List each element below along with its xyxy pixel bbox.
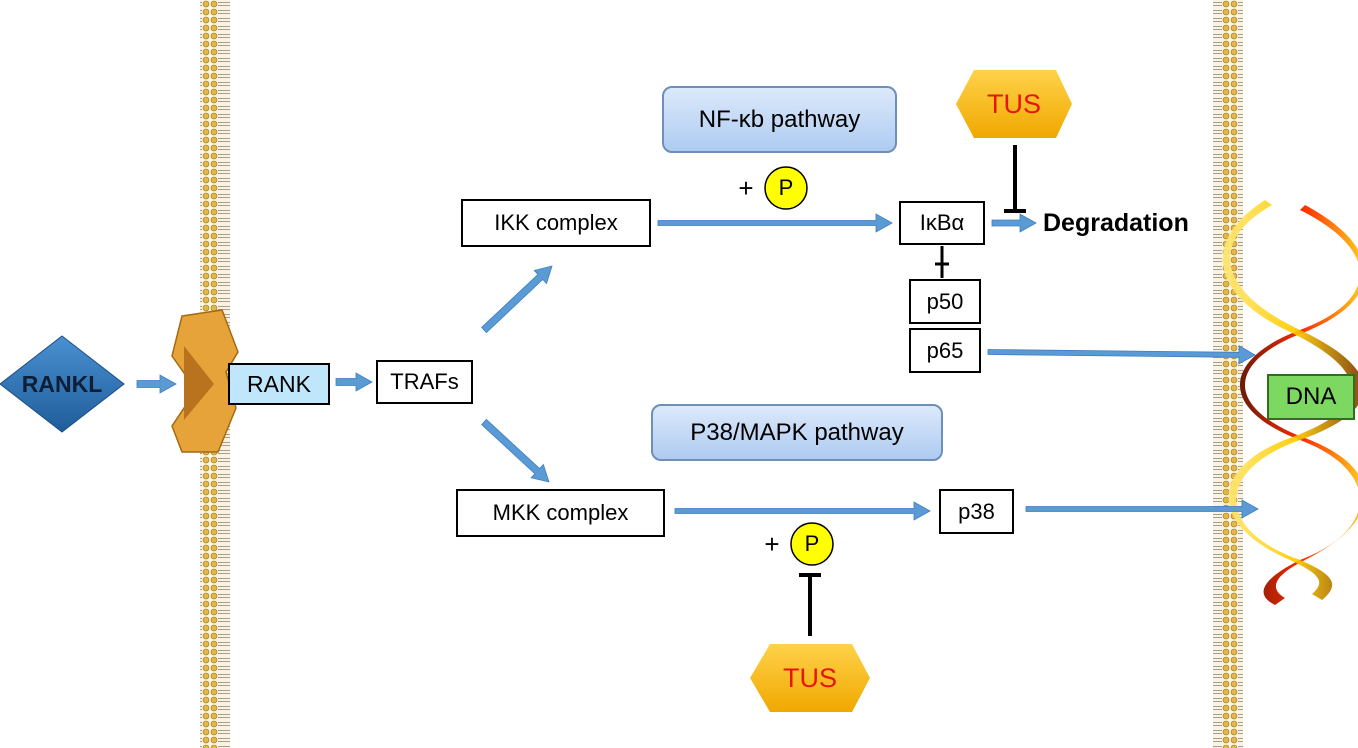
phospho-circle-top [764, 166, 808, 210]
tus-top-hexagon [956, 70, 1072, 138]
arrow-p38-to-dna [1025, 499, 1259, 519]
dna-box: DNA [1267, 374, 1355, 420]
ikba-box: IκBα [899, 201, 985, 245]
inhibition-tus-top [1004, 145, 1026, 213]
phospho-label-bottom: P [804, 531, 820, 556]
phospho-plus-top: + [738, 172, 754, 203]
tus-top-label: TUS [987, 88, 1041, 119]
inhibition-tus-bottom [799, 573, 821, 636]
arrow-trafs-to-ikk [481, 265, 553, 334]
rank-receptor-shape [171, 309, 239, 453]
rankl-label: RANKL [21, 370, 103, 397]
tus-bottom-label: TUS [783, 662, 837, 693]
arrow-ikba-to-degradation [991, 213, 1037, 233]
mkk-complex-box: MKK complex [456, 489, 665, 537]
mapk-pathway-label: P38/MAPK pathway [651, 404, 943, 461]
arrow-trafs-to-mkk [481, 418, 550, 483]
ikk-complex-box: IKK complex [461, 199, 651, 247]
arrow-p65-to-dna [987, 345, 1256, 365]
degradation-label: Degradation [1043, 208, 1189, 237]
arrow-rankl-to-rank [136, 374, 177, 394]
p65-box: p65 [909, 328, 981, 373]
phospho-plus-bottom: + [764, 528, 780, 559]
tus-bottom-hexagon [750, 644, 870, 712]
phospho-label-top: P [778, 175, 794, 200]
rankl-diamond [0, 335, 125, 433]
p38-box: p38 [939, 489, 1014, 534]
arrow-ikk-to-ikba [657, 213, 893, 233]
p50-box: p50 [909, 279, 981, 324]
ikba-p50-binding [935, 246, 949, 278]
arrow-rank-to-trafs [335, 372, 373, 392]
trafs-box: TRAFs [376, 360, 473, 404]
nuclear-membrane [1213, 0, 1243, 748]
arrow-mkk-to-p38 [674, 501, 931, 521]
rank-receptor-box: RANK [228, 363, 330, 405]
nfkb-pathway-label: NF-κb pathway [662, 86, 897, 153]
phospho-circle-bottom [790, 522, 834, 566]
